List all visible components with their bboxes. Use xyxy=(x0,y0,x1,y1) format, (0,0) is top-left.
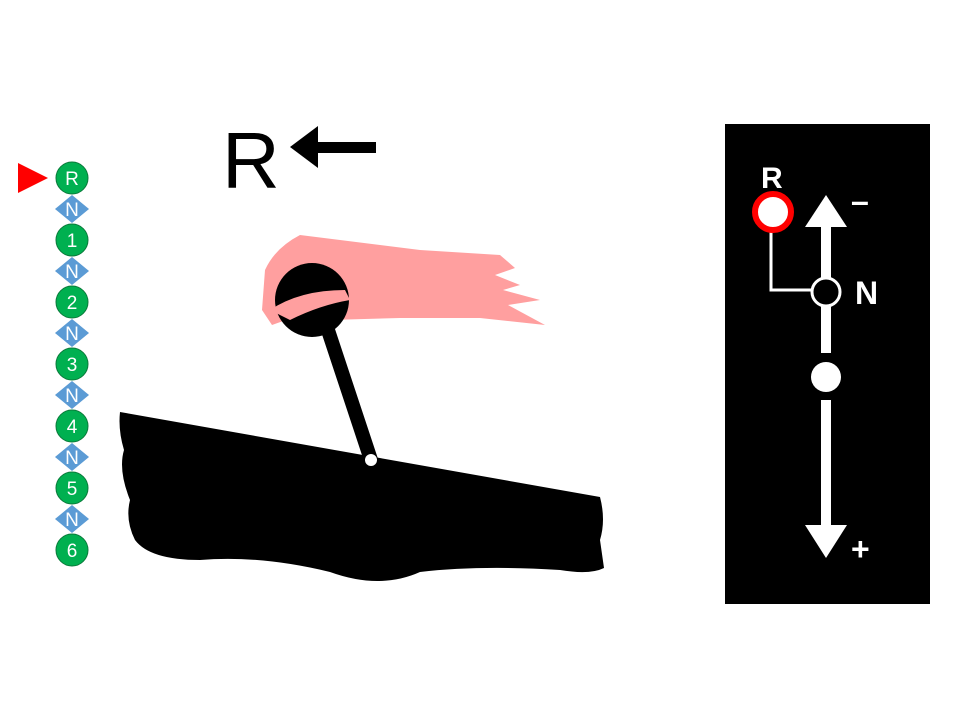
ladder-label: N xyxy=(65,324,79,345)
gear-circle-icon xyxy=(55,409,89,443)
gear-circle-icon xyxy=(55,471,89,505)
ladder-label: R xyxy=(65,169,79,190)
gear-circle-icon xyxy=(55,161,89,195)
panel-neutral-label: N xyxy=(855,275,878,311)
neutral-position: N xyxy=(55,505,89,533)
gear-circle-icon xyxy=(55,347,89,381)
neutral-position: N xyxy=(55,381,89,409)
panel-plus-label: + xyxy=(851,531,870,567)
neutral-position: N xyxy=(55,319,89,347)
shift-pattern-panel: R N – + xyxy=(725,124,930,604)
panel-reverse-label: R xyxy=(761,162,783,195)
ladder-label: N xyxy=(65,262,79,283)
downshift-arrow-icon xyxy=(805,525,847,558)
neutral-position: N xyxy=(55,443,89,471)
ladder-label: 6 xyxy=(67,541,78,562)
gear-position-5: 5 xyxy=(55,471,89,505)
gear-circle-icon xyxy=(55,533,89,567)
neutral-position: N xyxy=(55,195,89,223)
gear-circle-icon xyxy=(55,285,89,319)
gear-position-2: 2 xyxy=(55,285,89,319)
ladder-label: N xyxy=(65,448,79,469)
gear-position-R: R xyxy=(55,161,89,195)
gear-position-6: 6 xyxy=(55,533,89,567)
neutral-diamond-icon xyxy=(55,443,89,471)
ladder-label: 3 xyxy=(67,355,78,376)
ladder-label: N xyxy=(65,510,79,531)
ladder-label: N xyxy=(65,200,79,221)
neutral-diamond-icon xyxy=(55,319,89,347)
neutral-position: N xyxy=(55,257,89,285)
upshift-arrow-icon xyxy=(805,195,847,227)
hand-fingers xyxy=(270,290,350,320)
neutral-diamond-icon xyxy=(55,195,89,223)
neutral-diamond-icon xyxy=(55,381,89,409)
current-gear-label: R xyxy=(222,116,280,205)
gear-position-1: 1 xyxy=(55,223,89,257)
ladder-label: 5 xyxy=(67,479,78,500)
neutral-position-icon xyxy=(810,276,842,308)
neutral-diamond-icon xyxy=(55,505,89,533)
gear-position-4: 4 xyxy=(55,409,89,443)
neutral-diamond-icon xyxy=(55,257,89,285)
lever-pivot xyxy=(365,454,377,466)
left-arrow-icon xyxy=(290,126,376,168)
panel-minus-label: – xyxy=(851,183,869,219)
current-gear-pointer-icon xyxy=(18,163,48,193)
center-position-icon xyxy=(811,362,841,392)
ladder-label: 2 xyxy=(67,293,78,314)
ladder-label: N xyxy=(65,386,79,407)
shifter-base xyxy=(119,412,604,581)
reverse-position-icon xyxy=(752,191,794,233)
gear-circle-icon xyxy=(55,223,89,257)
ladder-label: 1 xyxy=(67,231,78,252)
ladder-label: 4 xyxy=(67,417,78,438)
gear-position-3: 3 xyxy=(55,347,89,381)
